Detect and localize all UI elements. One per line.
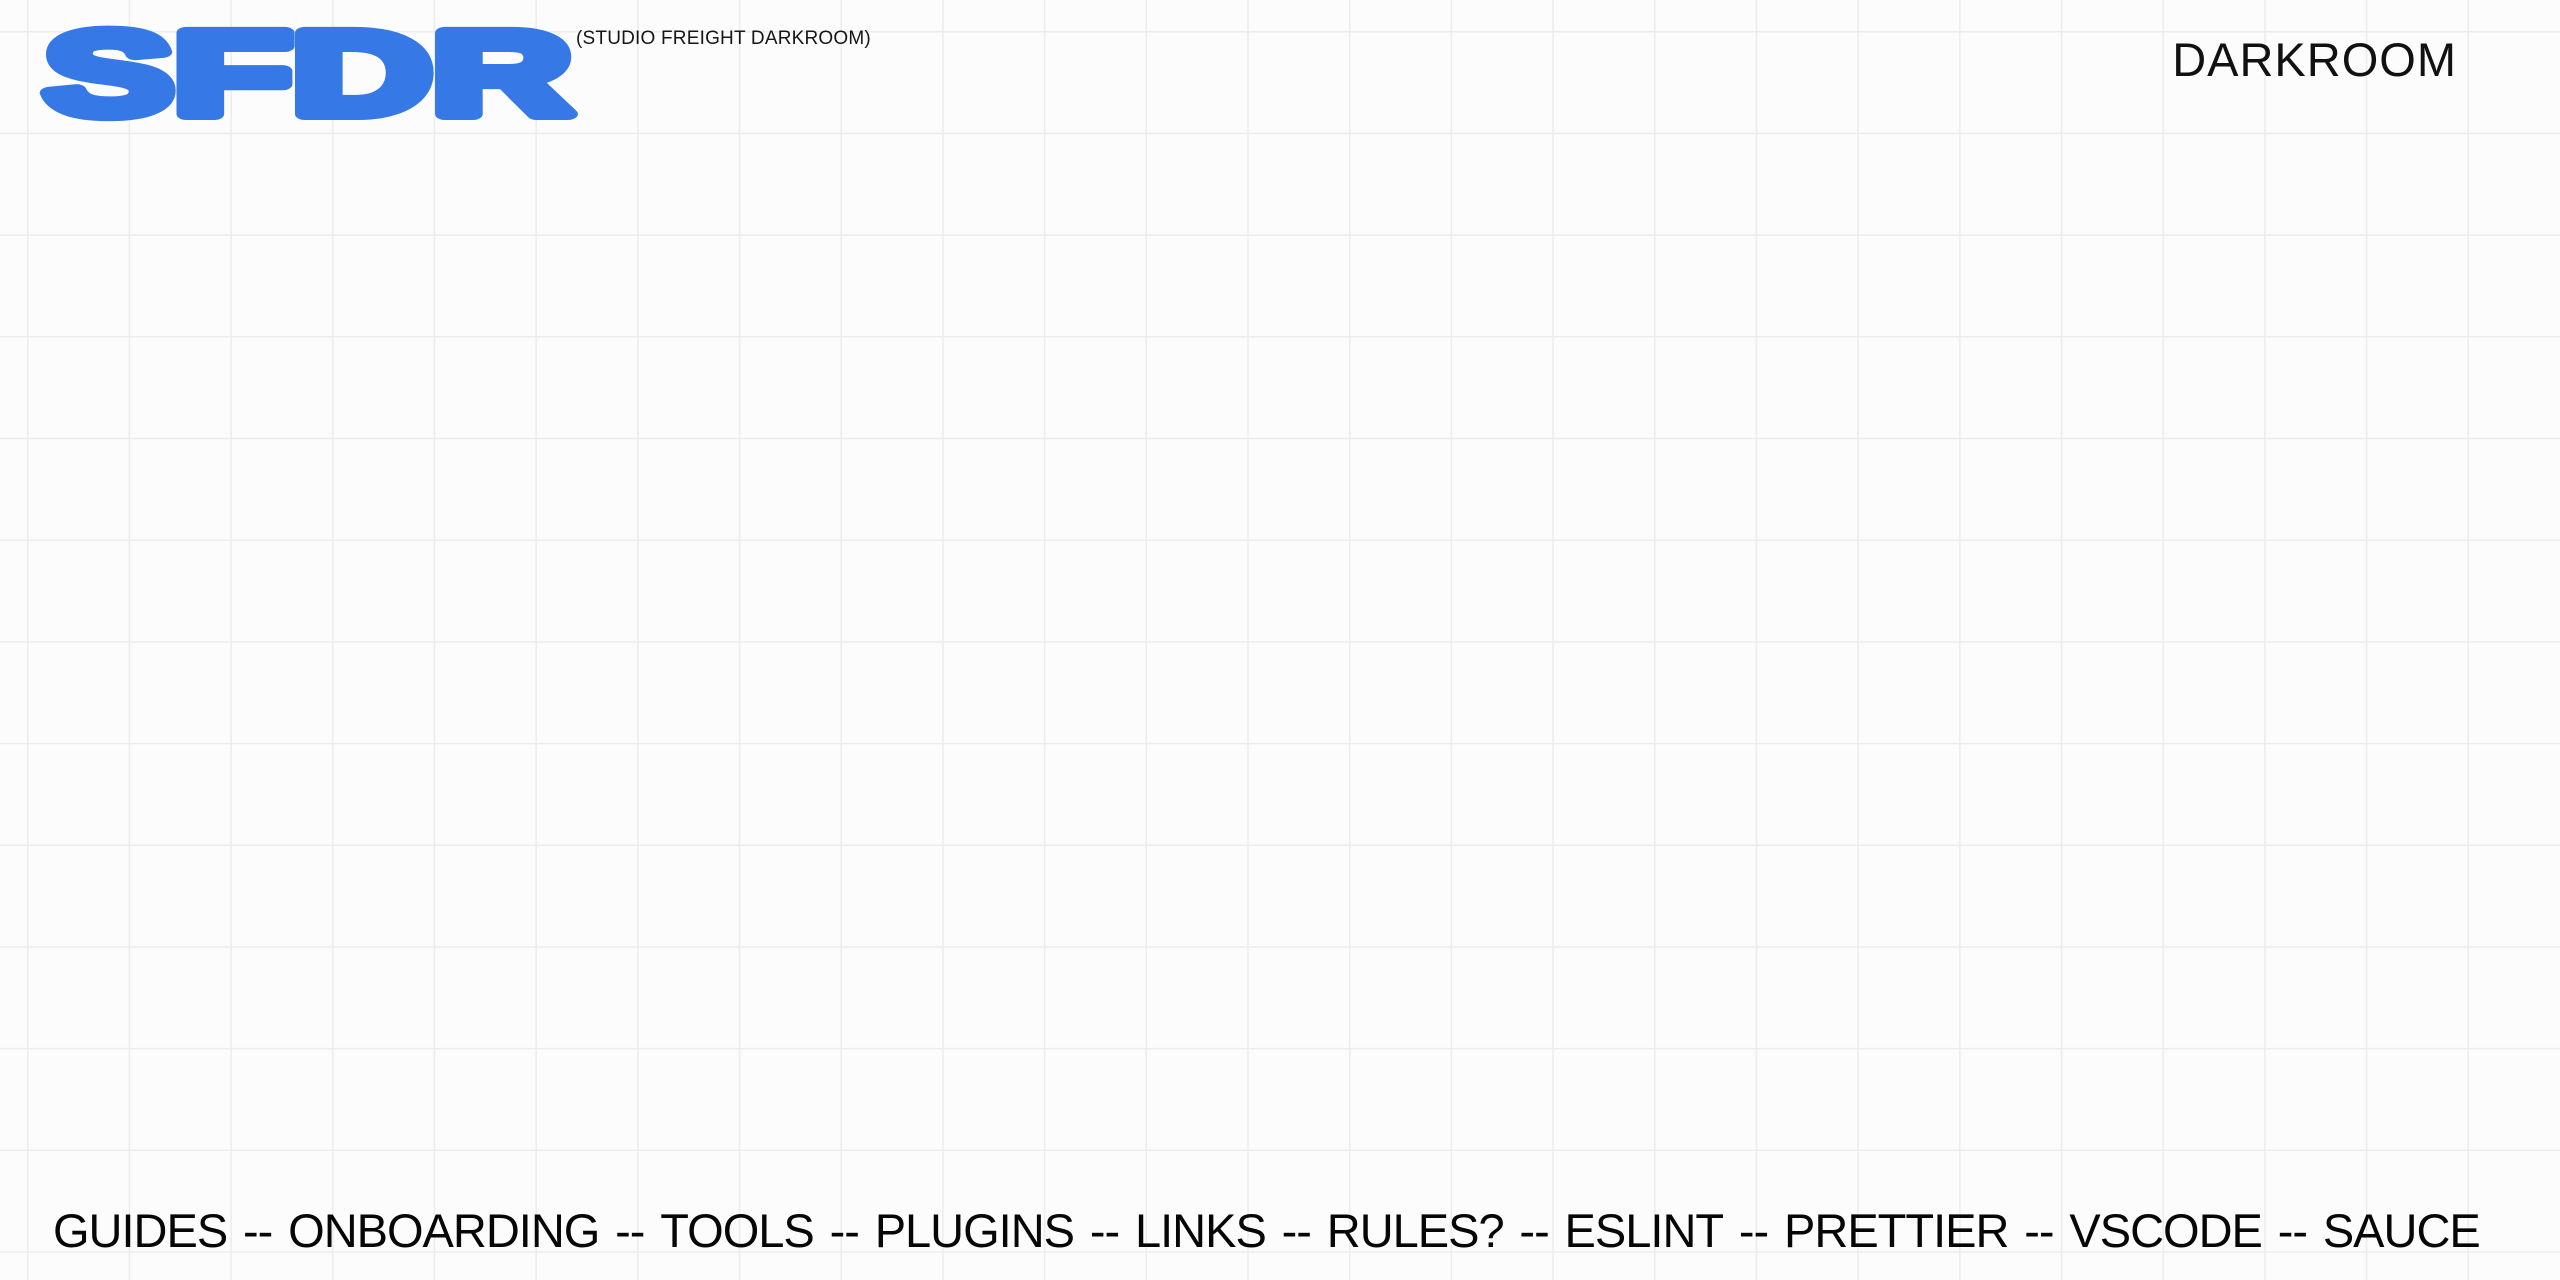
- marquee-link[interactable]: RULES?: [1326, 1203, 1505, 1257]
- sfdr-logo-svg: SFDR: [38, 2, 578, 146]
- marquee-link[interactable]: SAUCE: [2322, 1203, 2481, 1257]
- marquee-link[interactable]: VSCODE: [2069, 1203, 2262, 1257]
- marquee-separator: --: [1738, 1203, 1769, 1257]
- marquee-link[interactable]: GUIDES: [53, 1203, 228, 1257]
- marquee-separator: --: [829, 1203, 860, 1257]
- darkroom-wordmark: DARKROOM: [2172, 33, 2457, 86]
- marquee-separator: --: [615, 1203, 645, 1257]
- marquee-link[interactable]: TOOLS: [660, 1203, 814, 1257]
- marquee-link[interactable]: ESLINT: [1564, 1203, 1725, 1257]
- sfdr-logo-text: SFDR: [44, 8, 572, 140]
- marquee-separator: --: [1089, 1203, 1120, 1257]
- marquee-link[interactable]: PRETTIER: [1784, 1203, 2009, 1257]
- marquee-link[interactable]: PLUGINS: [874, 1203, 1075, 1257]
- marquee-separator: --: [1281, 1203, 1312, 1257]
- marquee-link[interactable]: ONBOARDING: [288, 1203, 600, 1257]
- footer-marquee: GUIDES -- ONBOARDING -- TOOLS -- PLUGINS…: [53, 1203, 2481, 1258]
- marquee-separator: --: [243, 1203, 273, 1257]
- marquee-link[interactable]: LINKS: [1134, 1203, 1267, 1257]
- sfdr-logo[interactable]: SFDR: [38, 2, 578, 146]
- marquee-separator: --: [2024, 1203, 2054, 1257]
- logo-subtitle: (STUDIO FREIGHT DARKROOM): [576, 28, 871, 49]
- marquee-separator: --: [2277, 1203, 2308, 1257]
- marquee-separator: --: [1519, 1203, 1549, 1257]
